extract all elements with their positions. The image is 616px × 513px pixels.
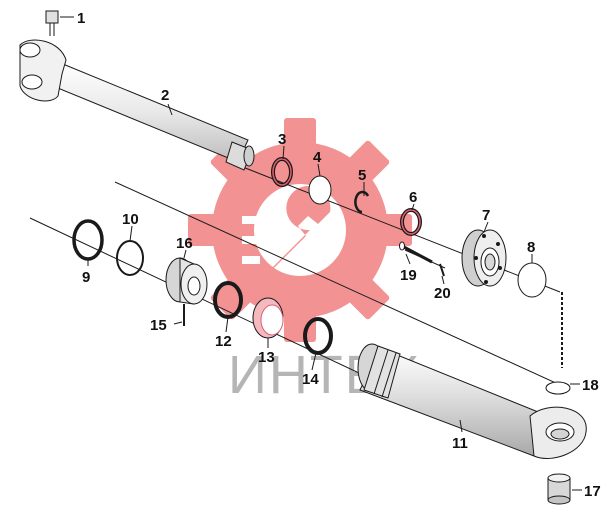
callout-5: 5	[358, 167, 366, 184]
callout-10: 10	[122, 211, 139, 228]
callout-4: 4	[313, 149, 322, 166]
callout-16: 16	[176, 235, 193, 252]
part-9-seal-ring	[72, 219, 104, 261]
part-2-piston-rod	[19, 39, 255, 171]
part-11-cylinder-barrel	[357, 343, 587, 460]
part-18-washer	[545, 381, 571, 395]
callout-2: 2	[161, 87, 169, 104]
callout-14: 14	[302, 371, 319, 388]
part-10-backup-ring	[116, 240, 144, 276]
callout-labels: 1 2 3 4 5 6 7 8 9 10 11 12 13 14 15 16 1…	[77, 10, 601, 500]
part-17-bushing	[547, 473, 571, 505]
callout-13: 13	[258, 349, 275, 366]
callout-7: 7	[482, 207, 490, 224]
callout-6: 6	[409, 189, 417, 206]
part-13-wear-band	[252, 297, 284, 339]
callout-1: 1	[77, 10, 85, 27]
part-20-pin	[439, 263, 445, 277]
part-14-ring	[303, 317, 333, 355]
callout-19: 19	[400, 267, 417, 284]
part-5-snap-ring	[354, 190, 370, 214]
part-19-bolt	[399, 241, 433, 264]
callout-15: 15	[150, 317, 167, 334]
callout-20: 20	[434, 285, 451, 302]
callout-17: 17	[584, 483, 601, 500]
callout-11: 11	[452, 435, 468, 452]
part-1-grease-nipple	[45, 10, 59, 36]
callout-3: 3	[278, 131, 286, 148]
callout-18: 18	[582, 377, 599, 394]
callout-9: 9	[82, 269, 90, 286]
part-16-piston	[165, 257, 208, 305]
callout-8: 8	[527, 239, 535, 256]
part-8-washer	[517, 262, 547, 298]
callout-12: 12	[215, 333, 232, 350]
part-4-washer	[308, 175, 332, 205]
part-7-cylinder-head	[461, 229, 507, 287]
callout-leaders	[60, 16, 582, 491]
